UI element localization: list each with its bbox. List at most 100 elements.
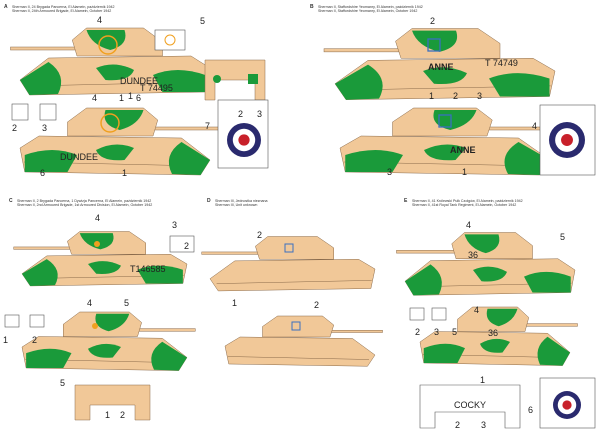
caption-en: Sherman II, 41st Royal Tank Regiment, El… — [412, 203, 517, 208]
tank-name: DUNDEE — [60, 152, 98, 162]
roundel — [227, 123, 261, 157]
callout-number: 2 — [455, 420, 460, 430]
blue-square-marking — [291, 321, 301, 331]
decal-5-circle — [164, 34, 176, 46]
tank-a-right-side — [19, 107, 220, 176]
callout-number: 6 — [40, 168, 45, 178]
callout-number: 4 — [97, 15, 102, 25]
blue-square-marking — [284, 243, 294, 253]
camo-patch — [345, 150, 403, 172]
callout-number: 5 — [560, 232, 565, 242]
front-decal — [248, 74, 258, 84]
callout-number: 3 — [42, 123, 47, 133]
camo-patch — [95, 313, 130, 332]
camo-patch — [335, 64, 383, 100]
camo-patch — [22, 259, 58, 286]
camo-patch — [88, 343, 121, 358]
turret — [262, 315, 335, 338]
callout-number: 2 — [120, 410, 125, 420]
decal-box — [169, 235, 195, 253]
caption-pl: Sherman II, 24 Brygada Pancerna, El Alam… — [12, 5, 115, 9]
camo-patch — [168, 142, 210, 175]
tank-a-left-side — [10, 27, 211, 96]
callout-number: 1 — [128, 91, 133, 101]
camo-patch — [151, 341, 187, 371]
caption-en: Sherman II, Staffordshire Yeomanry, El A… — [318, 9, 418, 14]
callout-number: 2 — [453, 91, 458, 101]
blue-square-marking — [438, 114, 452, 128]
callout-number: 7 — [205, 121, 210, 131]
callout-number: 3 — [172, 220, 177, 230]
decal-box — [4, 314, 20, 328]
tank-c-rear-plate — [74, 384, 151, 421]
serial-number: T 74749 — [485, 58, 518, 68]
roundel-center — [561, 134, 573, 146]
serial-number: T 74495 — [140, 83, 173, 93]
tank-e-right-side — [419, 306, 578, 366]
callout-number: 4 — [87, 298, 92, 308]
decal-2-box — [11, 103, 29, 121]
camo-patch — [524, 271, 571, 293]
camo-patch — [489, 73, 550, 97]
blue-square-marking — [427, 38, 441, 52]
panel-letter: D — [207, 198, 211, 204]
callout-number: 2 — [257, 230, 262, 240]
tank-name: ANNE — [450, 145, 476, 155]
callout-number: 1 — [119, 93, 124, 103]
callout-number: 2 — [238, 109, 243, 119]
caption-en: Sherman II, 2nd Armoured Brigade, 1st Ar… — [17, 203, 153, 208]
callout-number: 3 — [257, 109, 262, 119]
callout-number: 2 — [32, 335, 37, 345]
callout-number: 1 — [429, 91, 434, 101]
tank-b-right-side — [339, 107, 561, 176]
camo-patch — [537, 336, 570, 366]
turret-number: 36 — [468, 250, 478, 260]
serial-number: T146585 — [130, 264, 166, 274]
tank-name: DUNDEE — [120, 76, 158, 86]
yellow-circle-marking — [100, 113, 120, 133]
camo-patch — [423, 343, 465, 363]
camo-patch — [486, 308, 518, 327]
roundel — [553, 391, 581, 419]
callout-number: 3 — [387, 167, 392, 177]
callout-number: 3 — [481, 420, 486, 430]
camo-patch — [26, 348, 72, 368]
tank-d-right-side — [224, 315, 383, 367]
callout-number: 4 — [95, 213, 100, 223]
callout-number: 2 — [12, 123, 17, 133]
caption-pl: Sherman II, 41 Królewski Pułk Czołgów, E… — [412, 199, 523, 203]
tank-e-left-side — [396, 232, 576, 296]
tank-e-name-plate — [419, 384, 521, 429]
camo-patch — [153, 70, 206, 92]
roundel — [549, 122, 585, 158]
camo-patch — [96, 64, 134, 81]
yellow-circle-marking — [98, 35, 118, 55]
camo-patch — [473, 266, 507, 282]
caption-pl: Sherman II, Staffordshire Yeomanry, El A… — [318, 5, 423, 9]
callout-number: 1 — [122, 168, 127, 178]
callout-number: 1 — [462, 167, 467, 177]
tank-d-left-side — [201, 236, 376, 292]
callout-number: 4 — [474, 305, 479, 315]
callout-number: 5 — [124, 298, 129, 308]
decal-box — [29, 314, 45, 328]
caption-pl: Sherman III, Jednostka nieznana — [215, 199, 268, 203]
decal-5-box — [154, 29, 186, 51]
callout-number: 2 — [430, 16, 435, 26]
callout-number: 2 — [415, 327, 420, 337]
panel-letter: E — [404, 198, 408, 204]
camo-patch — [24, 150, 77, 172]
callout-number: 1 — [232, 298, 237, 308]
camo-patch — [504, 142, 550, 175]
camo-patch — [423, 67, 467, 85]
camo-patch — [480, 338, 510, 353]
callout-number: 5 — [452, 327, 457, 337]
camo-patch — [464, 234, 500, 254]
tank-c-right-side — [21, 311, 196, 371]
tank-b-left-side — [323, 28, 556, 100]
